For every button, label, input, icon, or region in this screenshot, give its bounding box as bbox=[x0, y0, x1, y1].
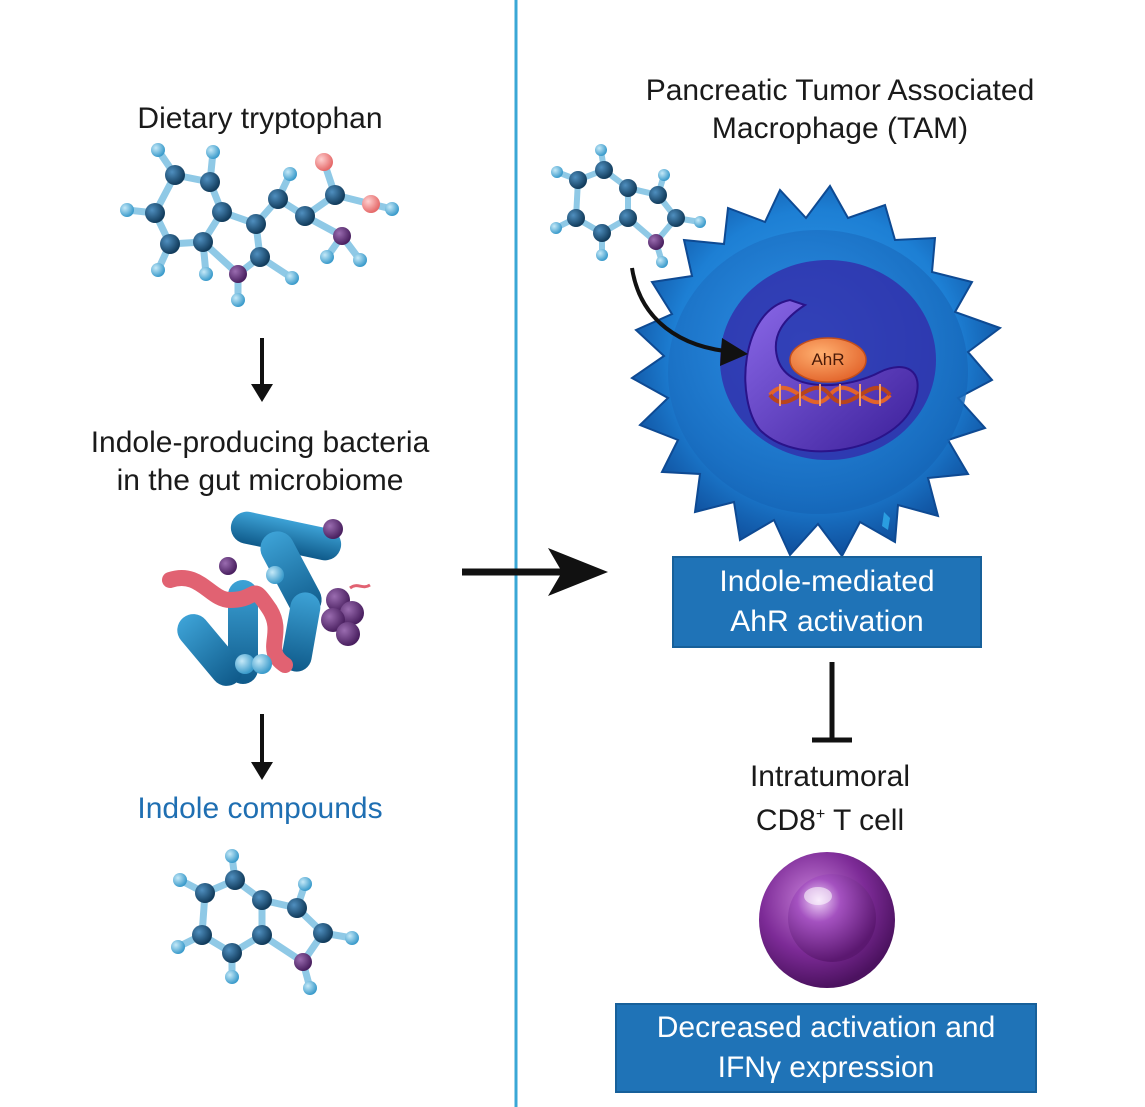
t-cell-icon bbox=[759, 852, 895, 988]
arrow-down-icon bbox=[251, 714, 273, 780]
ahr-label: AhR bbox=[811, 350, 845, 369]
gut-bacteria-icon bbox=[162, 511, 371, 686]
indole-atoms bbox=[171, 849, 359, 995]
tcell-label: Intratumoral CD8+ T cell bbox=[749, 760, 911, 837]
macrophage-icon bbox=[630, 184, 1003, 558]
curved-arrow-icon bbox=[630, 267, 736, 354]
inhibition-icon bbox=[812, 662, 852, 743]
indole-compounds-label: Indole compounds bbox=[137, 792, 383, 825]
indole-small-molecule-icon bbox=[553, 147, 703, 265]
tam-label: Pancreatic Tumor Associated Macrophage (… bbox=[645, 74, 1035, 145]
bacteria-label: Indole-producing bacteria in the gut mic… bbox=[90, 426, 430, 497]
dna-helix-icon bbox=[768, 384, 892, 406]
arrow-down-icon bbox=[251, 338, 273, 402]
activation-box: Indole-mediated AhR activation bbox=[672, 556, 982, 648]
tryptophan-label: Dietary tryptophan bbox=[137, 102, 383, 135]
indole-molecule-icon bbox=[174, 852, 356, 992]
tryptophan-atoms bbox=[120, 143, 399, 307]
ahr-receptor-icon bbox=[789, 337, 867, 383]
indole-small-atoms bbox=[550, 144, 706, 268]
outcome-box: Decreased activation and IFNγ expression bbox=[615, 1003, 1037, 1093]
arrow-right-icon bbox=[462, 548, 608, 596]
